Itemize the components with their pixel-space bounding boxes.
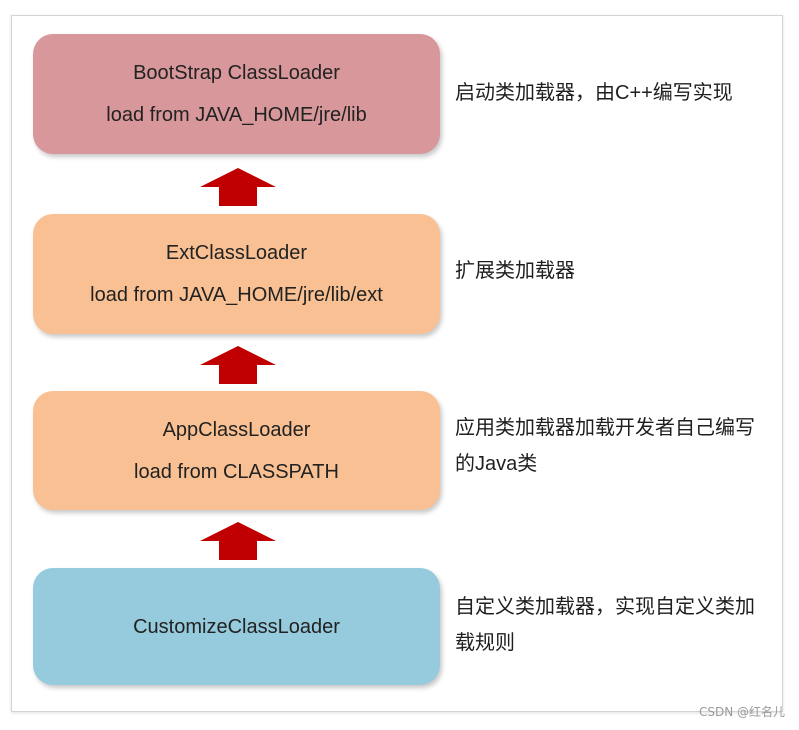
app-classloader-name: AppClassLoader — [162, 418, 311, 441]
bootstrap-classloader-description: 启动类加载器，由C++编写实现 — [455, 82, 733, 104]
customize-classloader-name: CustomizeClassLoader — [133, 615, 340, 638]
bootstrap-classloader-path: load from JAVA_HOME/jre/lib — [106, 104, 367, 126]
ext-classloader-path: load from JAVA_HOME/jre/lib/ext — [90, 284, 383, 306]
up-arrow-icon — [200, 168, 276, 206]
ext-classloader-name: ExtClassLoader — [165, 242, 308, 264]
app-classloader-box: AppClassLoader load from CLASSPATH — [33, 391, 440, 510]
app-classloader-description: 应用类加载器加载开发者自己编写 的Java类 — [455, 417, 755, 475]
bootstrap-classloader-box: BootStrap ClassLoader load from JAVA_HOM… — [33, 34, 440, 154]
app-classloader-path: load from CLASSPATH — [134, 460, 339, 483]
up-arrow-icon — [200, 522, 276, 560]
customize-classloader-description: 自定义类加载器，实现自定义类加 载规则 — [455, 596, 755, 654]
bootstrap-classloader-name: BootStrap ClassLoader — [133, 62, 340, 84]
watermark: CSDN @红名儿 — [698, 705, 785, 719]
up-arrow-icon — [200, 346, 276, 384]
customize-classloader-box: CustomizeClassLoader — [33, 568, 440, 685]
ext-classloader-description: 扩展类加载器 — [455, 260, 575, 282]
ext-classloader-box: ExtClassLoader load from JAVA_HOME/jre/l… — [33, 214, 440, 334]
